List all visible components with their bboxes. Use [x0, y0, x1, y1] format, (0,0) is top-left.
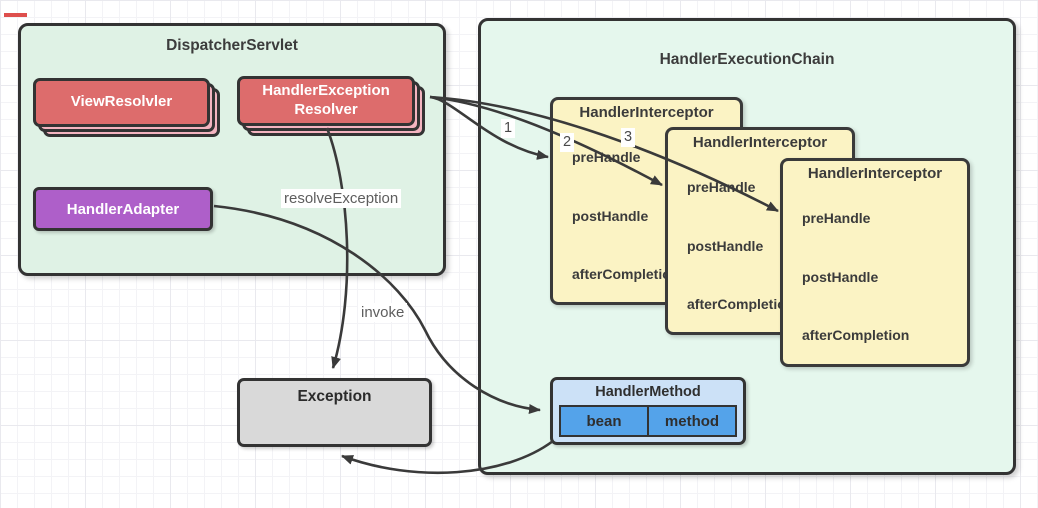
dispatcher-servlet-box[interactable]: DispatcherServlet ViewResolvler HandlerE…: [18, 23, 446, 276]
handler-adapter-node[interactable]: HandlerAdapter: [33, 187, 213, 231]
handler-exception-resolver-node[interactable]: HandlerException Resolver: [237, 76, 415, 126]
bean-cell[interactable]: bean: [561, 407, 647, 435]
handler-execution-chain-title: HandlerExecutionChain: [659, 51, 835, 68]
sequence-label-3: 3: [621, 128, 636, 147]
aftercompletion-label: afterCompletion: [572, 266, 680, 282]
handler-execution-chain-box[interactable]: HandlerExecutionChain HandlerInterceptor…: [478, 18, 1016, 475]
posthandle-label: postHandle: [802, 269, 879, 285]
handler-interceptor-1-title: HandlerInterceptor: [579, 104, 714, 121]
handler-method-node[interactable]: HandlerMethod bean method: [550, 377, 746, 445]
handler-interceptor-3[interactable]: HandlerInterceptor preHandle postHandle …: [780, 158, 970, 367]
handler-interceptor-2-title: HandlerInterceptor: [692, 134, 828, 151]
posthandle-label: postHandle: [687, 238, 764, 254]
prehandle-label: preHandle: [687, 179, 756, 195]
view-resolver-node[interactable]: ViewResolvler: [33, 78, 210, 127]
sequence-label-1: 1: [501, 119, 516, 138]
prehandle-label: preHandle: [572, 149, 641, 165]
handler-method-row: bean method: [559, 405, 737, 437]
sequence-label-2: 2: [560, 133, 575, 152]
posthandle-label: postHandle: [572, 208, 649, 224]
dispatcher-servlet-title: DispatcherServlet: [166, 37, 298, 54]
handler-interceptor-3-title: HandlerInterceptor: [807, 165, 943, 182]
prehandle-label: preHandle: [802, 210, 871, 226]
exception-node[interactable]: Exception: [237, 378, 432, 447]
canvas-red-mark: [4, 13, 27, 17]
resolve-exception-label: resolveException: [281, 189, 402, 208]
view-resolver-stack[interactable]: ViewResolvler: [33, 78, 220, 137]
handler-method-title: HandlerMethod: [595, 384, 701, 400]
aftercompletion-label: afterCompletion: [802, 327, 910, 343]
invoke-label: invoke: [358, 303, 408, 322]
method-cell[interactable]: method: [647, 407, 735, 435]
aftercompletion-label: afterCompletion: [687, 296, 795, 312]
handler-exception-resolver-stack[interactable]: HandlerException Resolver: [237, 76, 425, 136]
